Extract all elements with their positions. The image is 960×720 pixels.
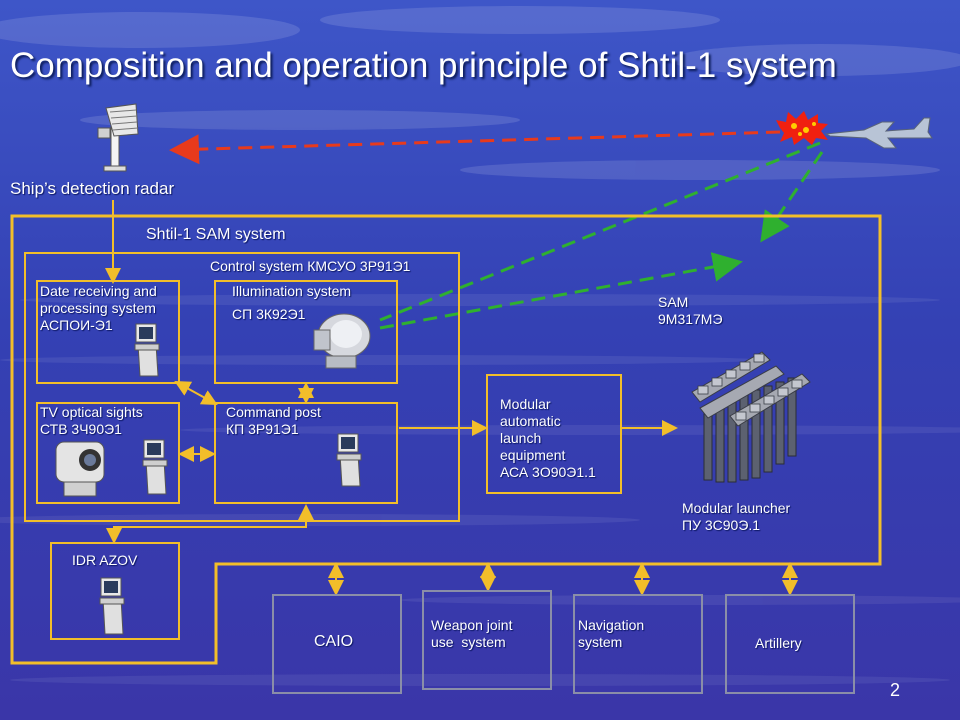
tv-sights-label: TV optical sights СТВ 3Ч90Э1 <box>40 404 143 437</box>
modular-equipment-label: Modular automatic launch equipment АСА 3… <box>500 396 596 480</box>
page-number: 2 <box>890 680 901 700</box>
radar-antenna-icon <box>97 103 139 172</box>
sam-system-frame <box>10 214 882 665</box>
caio-box <box>272 594 402 694</box>
weapon-system-box <box>422 590 552 690</box>
tv-sights-box <box>36 402 180 504</box>
illumination-label-1: Illumination system <box>232 283 352 299</box>
fighter-jet-icon <box>824 117 933 149</box>
artillery-box <box>725 594 855 694</box>
sam-system-label: Shtil-1 SAM system <box>146 226 286 243</box>
artillery-label: Artillery <box>755 635 802 651</box>
navigation-system-label: Navigation system <box>578 617 645 650</box>
threat-detection-line <box>169 130 781 165</box>
console-icon <box>134 323 160 377</box>
radar-label: Ship’s detection radar <box>10 179 175 198</box>
sam-label: SAM 9М317МЭ <box>658 294 723 327</box>
command-post-box <box>214 402 398 504</box>
illumination-radar-icon <box>313 313 371 369</box>
modular-equipment-box <box>486 374 622 494</box>
page-title: Composition and operation principle of S… <box>10 46 837 85</box>
control-system-frame <box>24 252 460 522</box>
weapon-system-label: Weapon joint use system <box>431 617 513 650</box>
caio-label: CAIO <box>314 633 354 650</box>
control-system-label: Control system КМСУО 3Р91Э1 <box>210 258 411 274</box>
data-processing-box <box>36 280 180 384</box>
console-icon <box>99 577 125 635</box>
illumination-beam-line <box>379 141 821 322</box>
idr-box <box>50 542 180 640</box>
modular-launcher-label: Modular launcher ПУ 3С90Э.1 <box>682 500 791 533</box>
explosion-icon <box>776 111 828 145</box>
optical-sight-icon <box>55 441 105 497</box>
illumination-box <box>214 280 398 384</box>
console-icon <box>142 439 168 495</box>
missile-guidance-line <box>379 252 743 330</box>
console-icon <box>336 433 362 487</box>
command-post-label: Command post КП 3Р91Э1 <box>226 404 321 437</box>
navigation-system-box <box>573 594 703 694</box>
illumination-label-2: СП 3К92Э1 <box>232 306 306 322</box>
missile-launcher-icon <box>691 351 811 483</box>
missile-flight-line <box>760 151 824 243</box>
data-processing-label: Date receiving and processing system АСП… <box>40 283 157 333</box>
idr-label: IDR AZOV <box>72 552 138 568</box>
